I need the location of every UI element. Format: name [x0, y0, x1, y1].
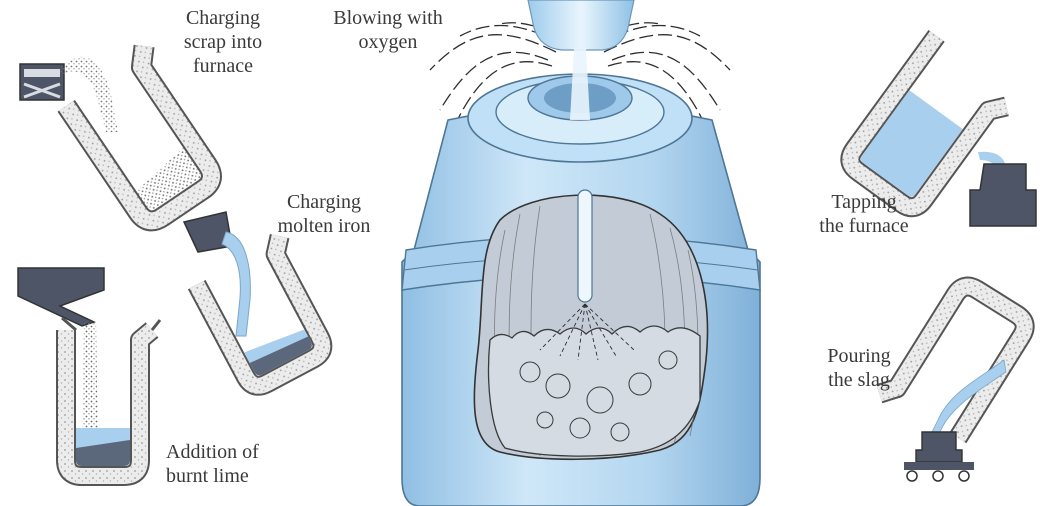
upright-furnace-lime [62, 318, 160, 476]
lime-hopper-icon [18, 268, 104, 326]
oxygen-lance [578, 190, 592, 302]
scrap-crane-icon [20, 64, 64, 100]
tilted-furnace-iron [195, 236, 338, 391]
burnt-lime-step [18, 268, 160, 476]
tapping-ladle-icon [970, 164, 1036, 226]
label-blowing-oxygen: Blowing with oxygen [328, 6, 448, 54]
oxygen-stream [570, 48, 590, 120]
falling-lime [82, 322, 98, 440]
oxygen-lance-head [528, 0, 634, 50]
iron-charging-step [184, 212, 338, 391]
label-pouring-slag: Pouring the slag [816, 344, 902, 392]
label-charging-iron: Charging molten iron [264, 190, 384, 238]
label-charging-scrap: Charging scrap into furnace [168, 6, 278, 78]
label-tapping: Tapping the furnace [814, 190, 914, 238]
oxygen-converter [402, 0, 760, 506]
label-burnt-lime: Addition of burnt lime [166, 440, 286, 488]
